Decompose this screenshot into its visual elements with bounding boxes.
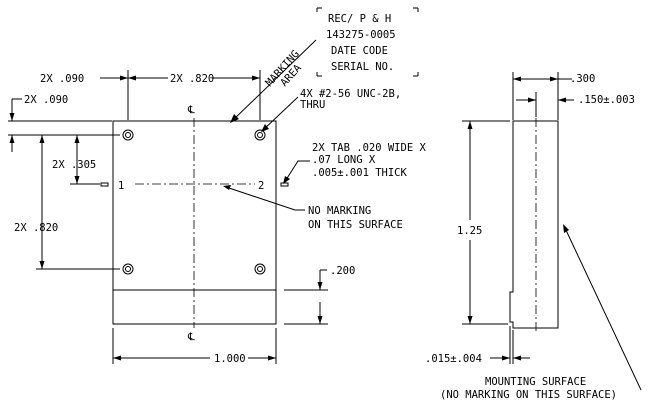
marking-box-line3: DATE CODE xyxy=(331,45,388,57)
centerline-symbol-top: ℄ xyxy=(187,104,195,116)
marking-leader-line xyxy=(231,39,317,122)
marking-box-line1: REC/ P & H xyxy=(328,13,391,25)
mounting-hole xyxy=(254,263,266,275)
tab-note-leader xyxy=(283,160,310,184)
centerline-symbol-bottom: ℄ xyxy=(187,331,195,343)
left-offset-dimension-group xyxy=(8,98,120,152)
tab-note-line1: 2X TAB .020 WIDE X xyxy=(312,142,426,154)
no-marking-line2: ON THIS SURFACE xyxy=(308,219,403,231)
side-view-body xyxy=(509,120,559,329)
no-marking-line1: NO MARKING xyxy=(308,205,371,217)
mounting-hole xyxy=(122,129,134,141)
dim-side-center: .150±.003 xyxy=(578,94,635,106)
mounting-gap-dimension-group xyxy=(490,326,530,364)
marking-box-line4: SERIAL NO. xyxy=(331,61,394,73)
width-dimension-group xyxy=(112,328,277,364)
dim-side-thickness: .300 xyxy=(570,73,595,85)
marking-box-line2: 143275-0005 xyxy=(326,29,396,41)
marking-label-box: REC/ P & H 143275-0005 DATE CODE SERIAL … xyxy=(316,7,419,77)
dim-height: 1.25 xyxy=(457,225,482,237)
side-center-dimension-group xyxy=(516,92,574,117)
no-marking-leader xyxy=(225,186,305,211)
pin-2-label: 2 xyxy=(258,180,264,192)
top-dimension-group xyxy=(100,70,261,120)
mounting-hole xyxy=(254,129,266,141)
tab-note-arrow xyxy=(283,176,290,184)
height-dimension-group xyxy=(462,120,510,325)
side-thickness-dimension-group xyxy=(512,72,572,120)
tab-note-line3: .005±.001 THICK xyxy=(312,167,408,179)
hole-note-arrow xyxy=(261,124,269,132)
hole-note-line2: THRU xyxy=(300,99,325,111)
front-view-body xyxy=(112,120,277,325)
hole-note-line1: 4X #2-56 UNC-2B, xyxy=(300,88,401,100)
tab-note-line2: .07 LONG X xyxy=(312,154,376,166)
dim-mounting-gap: .015±.004 xyxy=(425,353,482,365)
mounting-surface-leader xyxy=(564,227,642,391)
mounting-surface-arrow xyxy=(563,224,569,233)
dim-vertical-hole-spacing: 2X .820 xyxy=(14,222,58,234)
dim-width: 1.000 xyxy=(214,353,246,365)
mounting-hole xyxy=(122,263,134,275)
dim-left-hole-offset: 2X .090 xyxy=(24,94,68,106)
dim-top-hole-spacing: 2X .820 xyxy=(170,73,214,85)
vertical-spacing-dimension-group xyxy=(36,135,120,270)
dim-tab-offset: 2X .305 xyxy=(52,159,96,171)
pin-1-label: 1 xyxy=(118,180,124,192)
tab-band-dimension-group xyxy=(284,269,328,325)
hole-note-leader xyxy=(261,96,299,132)
mounting-surface-line1: MOUNTING SURFACE xyxy=(485,376,586,388)
tab-2 xyxy=(280,182,289,187)
tab-offset-dimension-group xyxy=(70,135,100,185)
dim-top-hole-offset: 2X .090 xyxy=(40,73,84,85)
no-marking-arrow xyxy=(223,185,231,190)
tab-1 xyxy=(100,182,109,187)
mounting-surface-line2: (NO MARKING ON THIS SURFACE) xyxy=(440,389,617,401)
dim-tab-band: .200 xyxy=(330,265,355,277)
